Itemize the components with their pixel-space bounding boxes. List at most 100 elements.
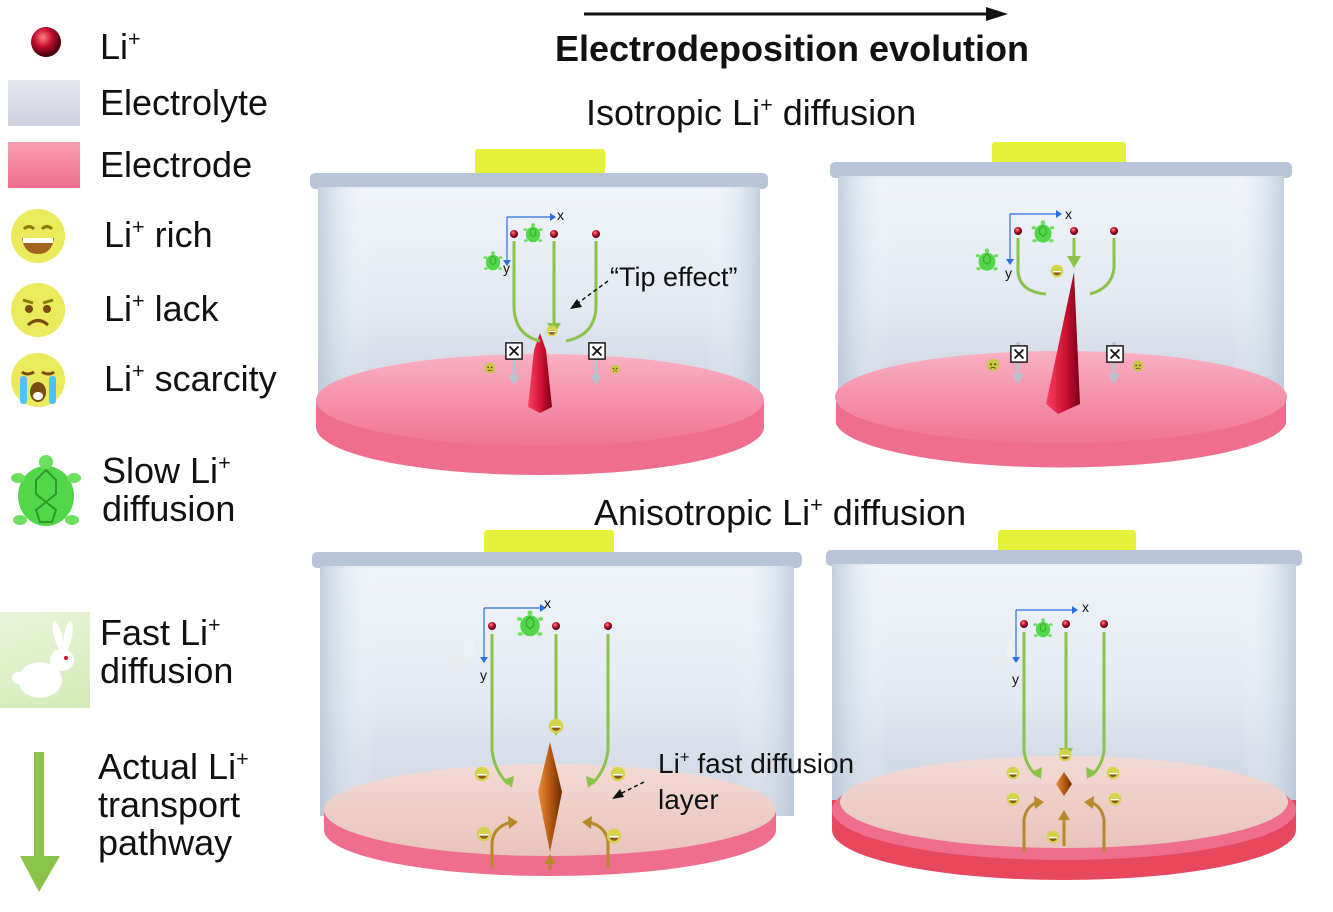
- li-ion: [1100, 620, 1108, 628]
- cell-lid: [310, 173, 768, 189]
- electrode-swatch: [8, 142, 80, 188]
- cell-lid: [830, 162, 1292, 178]
- legend-li-ion-label: Li+: [100, 26, 141, 67]
- li-rich-emoji: [1050, 264, 1064, 278]
- legend-electrolyte: Electrolyte: [0, 80, 300, 140]
- legend-li-lack: Li+ lack: [0, 280, 300, 340]
- layer-pointer: [619, 781, 645, 795]
- li-scarcity-emoji: [1132, 360, 1144, 372]
- layer-pathway: [490, 820, 513, 868]
- li-ion: [488, 622, 496, 630]
- panel-isotropic-early: x y: [310, 149, 768, 475]
- blocked-icon: [505, 342, 523, 360]
- dendrite: [1046, 272, 1080, 414]
- li-ion: [604, 622, 612, 630]
- li-ion: [1020, 620, 1028, 628]
- li-ion: [1014, 227, 1022, 235]
- legend-fast-label: Fast Li+diffusion: [100, 612, 234, 691]
- legend-li-rich: Li+ rich: [0, 206, 300, 266]
- li-ion: [1062, 620, 1070, 628]
- li-lack-emoji: [610, 364, 620, 374]
- layer-pathway: [587, 820, 610, 868]
- turtle-icon: [11, 455, 81, 526]
- x-axis-label: x: [1082, 599, 1089, 615]
- laughing-face-icon: [11, 209, 65, 263]
- li-rich-emoji: [1006, 766, 1020, 780]
- x-axis-label: x: [1065, 206, 1072, 222]
- electrode-cap: [484, 530, 614, 554]
- tip-effect-pointer: [577, 280, 609, 304]
- legend-li-scarcity: Li+ scarcity: [0, 350, 300, 410]
- evolution-arrow: [584, 7, 1008, 21]
- li-rich-emoji: [1058, 748, 1072, 762]
- legend-li-ion: Li+: [0, 18, 300, 78]
- legend-slow: Slow Li+diffusion: [0, 448, 300, 548]
- page-title: Electrodeposition evolution: [555, 28, 1030, 69]
- electrode-cap: [992, 142, 1126, 164]
- li-rich-emoji: [1108, 792, 1122, 806]
- crying-face-icon: [11, 353, 65, 407]
- li-scarcity-emoji: [986, 358, 1000, 372]
- legend-li-scarcity-label: Li+ scarcity: [104, 358, 277, 399]
- li-rich-emoji: [1046, 830, 1060, 844]
- li-ion: [592, 230, 600, 238]
- sad-face-icon: [11, 283, 65, 337]
- li-lack-emoji: [484, 362, 496, 374]
- panel-anisotropic-early: x y: [312, 530, 802, 876]
- dendrite: [538, 742, 562, 852]
- li-ion: [1070, 227, 1078, 235]
- y-axis-label: y: [1005, 265, 1012, 281]
- rabbit-icon: [12, 621, 74, 698]
- electrolyte-swatch: [8, 80, 80, 126]
- electrode-cap: [998, 530, 1136, 552]
- legend-li-rich-label: Li+ rich: [104, 214, 213, 255]
- dendrite: [1056, 772, 1072, 796]
- li-rich-emoji: [548, 718, 564, 734]
- pathway: [512, 241, 541, 343]
- fast-swatch: [0, 612, 90, 708]
- y-axis-label: y: [480, 667, 487, 683]
- blocked-icon: [588, 342, 606, 360]
- dendrite: [528, 333, 552, 413]
- isotropic-subtitle: Isotropic Li+ diffusion: [586, 92, 917, 133]
- legend-fast: Fast Li+diffusion: [0, 610, 300, 710]
- li-ion: [552, 622, 560, 630]
- pathway: [1016, 238, 1047, 296]
- anisotropic-subtitle: Anisotropic Li+ diffusion: [594, 492, 967, 533]
- pathway: [1089, 238, 1116, 296]
- legend-electrode: Electrode: [0, 142, 300, 202]
- legend-electrolyte-label: Electrolyte: [100, 82, 269, 123]
- li-rich-emoji: [546, 325, 558, 337]
- electrode-cap: [475, 149, 605, 179]
- li-rich-emoji: [1106, 766, 1120, 780]
- green-arrow-icon: [20, 752, 60, 892]
- blocked-icon: [1010, 345, 1028, 363]
- li-rich-emoji: [610, 766, 626, 782]
- li-rich-emoji: [474, 766, 490, 782]
- x-axis-label: x: [557, 207, 564, 223]
- panel-isotropic-late: x y: [830, 142, 1292, 468]
- cell-lid: [312, 552, 802, 568]
- li-rich-emoji: [1006, 792, 1020, 806]
- x-axis-label: x: [544, 595, 551, 611]
- li-ion: [510, 230, 518, 238]
- fast-diffusion-layer: [840, 756, 1288, 848]
- y-axis-label: y: [1012, 671, 1019, 687]
- legend-li-lack-label: Li+ lack: [104, 288, 219, 329]
- legend-electrode-label: Electrode: [100, 144, 253, 185]
- li-rich-emoji: [606, 828, 622, 844]
- pathway: [565, 241, 598, 343]
- blocked-icon: [1106, 345, 1124, 363]
- panel-anisotropic-late: x y: [826, 530, 1302, 880]
- cell-lid: [826, 550, 1302, 566]
- tip-effect-label: “Tip effect”: [610, 262, 738, 292]
- li-rich-emoji: [476, 826, 492, 842]
- y-axis-label: y: [503, 260, 510, 276]
- li-ion: [550, 230, 558, 238]
- legend-slow-label: Slow Li+diffusion: [102, 450, 236, 529]
- li-ion: [1110, 227, 1118, 235]
- li-ion-icon: [31, 27, 61, 57]
